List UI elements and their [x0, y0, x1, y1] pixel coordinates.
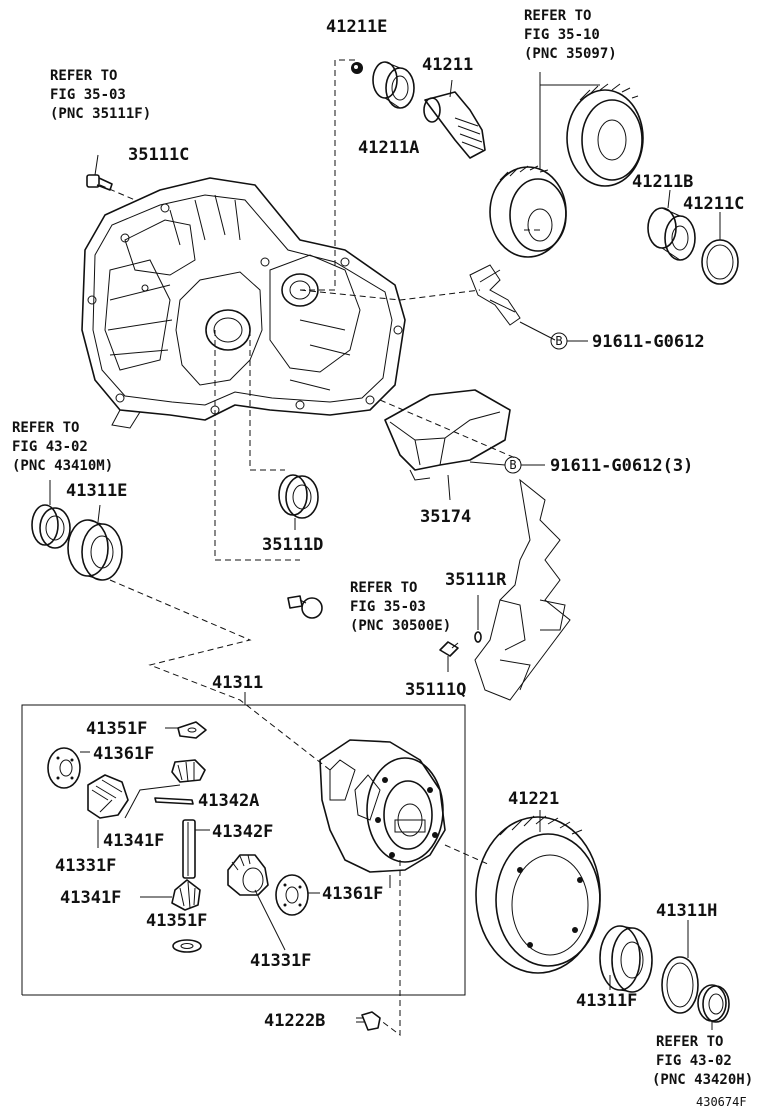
label-41211b[interactable]: 41211B: [632, 172, 693, 192]
nut-41211e: [351, 62, 363, 74]
reference-notes: REFER TO FIG 35-03 (PNC 35111F) REFER TO…: [12, 8, 753, 1088]
seal-35111d: [278, 474, 319, 530]
pinion-shaft-41342f: [182, 819, 210, 879]
plug-35111q: [439, 641, 459, 672]
gear-upper-right: [566, 83, 644, 187]
plug-41222b: [356, 1011, 381, 1031]
pinion-gear-41341f-top: [124, 759, 206, 819]
gear-lower-left: [489, 165, 567, 258]
thrust-washer-41361f-right: [275, 874, 320, 916]
label-41331f-left[interactable]: 41331F: [55, 856, 116, 876]
seal-41211c: [701, 212, 739, 285]
label-41311h[interactable]: 41311H: [656, 901, 717, 921]
label-41211[interactable]: 41211: [422, 55, 473, 75]
ref-line: (PNC 35111F): [50, 106, 151, 122]
bearing-41311f: [599, 925, 653, 993]
pinion-gear-41341f-bottom: [140, 879, 201, 911]
housing-bolt: [86, 154, 113, 191]
label-91611-g0612-3[interactable]: 91611-G0612(3): [550, 456, 693, 476]
ref-fig-43-02-left[interactable]: REFER TO FIG 43-02 (PNC 43410M): [12, 420, 113, 474]
ring-gear-41221: [475, 810, 601, 974]
label-35111c[interactable]: 35111C: [128, 145, 189, 165]
label-41341f-top[interactable]: 41341F: [103, 831, 164, 851]
ref-line: (PNC 43410M): [12, 458, 113, 474]
label-35111d[interactable]: 35111D: [262, 535, 323, 555]
label-41342a[interactable]: 41342A: [198, 791, 259, 811]
differential-assembly-box: [21, 692, 466, 996]
label-41211c[interactable]: 41211C: [683, 194, 744, 214]
bracket-bolt-upper: [469, 264, 556, 341]
bearing-41211a: [372, 61, 415, 109]
washer-41351f-top: [165, 721, 207, 739]
differential-case: [319, 739, 446, 888]
label-35174[interactable]: 35174: [420, 507, 471, 527]
bolt-marker-text: B: [555, 334, 562, 348]
label-35111q[interactable]: 35111Q: [405, 680, 466, 700]
background-body-outline: [474, 478, 571, 701]
label-41351f-bottom[interactable]: 41351F: [146, 911, 207, 931]
label-41351f-top[interactable]: 41351F: [86, 719, 147, 739]
ref-line: (PNC 43420H): [652, 1072, 753, 1088]
ref-line: (PNC 35097): [524, 46, 617, 62]
ref-line: FIG 35-03: [50, 87, 126, 103]
ref-line: FIG 43-02: [656, 1053, 732, 1069]
ref-fig-35-03-bolt[interactable]: REFER TO FIG 35-03 (PNC 30500E): [350, 580, 451, 634]
transaxle-housing: [81, 177, 406, 429]
bolt-30500e: [287, 595, 323, 619]
side-gear-41331f-left: [87, 774, 129, 848]
shield-35174: [384, 389, 511, 501]
ref-line: (PNC 30500E): [350, 618, 451, 634]
ref-line: REFER TO: [524, 8, 591, 24]
part-labels: 41211E 41211 41211A 35111C 41211B 41211C…: [55, 17, 744, 1031]
washer-41351f-bottom: [172, 939, 202, 953]
seal-43410m: [31, 480, 71, 549]
label-41211a[interactable]: 41211A: [358, 138, 419, 158]
oring-35111r: [474, 595, 482, 643]
pin-41342a: [154, 797, 194, 805]
label-41342f[interactable]: 41342F: [212, 822, 273, 842]
label-35111r[interactable]: 35111R: [445, 570, 507, 590]
bearing-41311e: [67, 504, 123, 581]
seal-43420h: [697, 984, 730, 1030]
ref-fig-35-10[interactable]: REFER TO FIG 35-10 (PNC 35097): [524, 8, 617, 62]
label-41331f-right[interactable]: 41331F: [250, 951, 311, 971]
ref-fig-35-03-top[interactable]: REFER TO FIG 35-03 (PNC 35111F): [50, 68, 151, 122]
bolt-marker-b-2: B: [504, 456, 545, 474]
label-41341f-bottom[interactable]: 41341F: [60, 888, 121, 908]
label-91611-g0612[interactable]: 91611-G0612: [592, 332, 705, 352]
shim-41311h: [661, 920, 699, 1014]
ref-line: FIG 35-03: [350, 599, 426, 615]
bolt-marker-text: B: [509, 458, 516, 472]
bolt-marker-b-1: B: [550, 332, 588, 350]
label-41222b[interactable]: 41222B: [264, 1011, 325, 1031]
ref-line: FIG 35-10: [524, 27, 600, 43]
figure-id: 430674F: [696, 1095, 747, 1109]
thrust-washer-41361f-left: [47, 747, 90, 789]
bearing-41211b: [647, 189, 696, 261]
side-gear-41331f-right: [227, 854, 286, 951]
ref-fig-43-02-right[interactable]: REFER TO FIG 43-02 (PNC 43420H): [652, 1034, 753, 1088]
label-41221[interactable]: 41221: [508, 789, 559, 809]
ref-line: REFER TO: [656, 1034, 723, 1050]
label-41361f-left[interactable]: 41361F: [93, 744, 154, 764]
shaft-41211: [423, 79, 486, 159]
label-41311f[interactable]: 41311F: [576, 991, 637, 1011]
ref-line: REFER TO: [350, 580, 417, 596]
ref-line: FIG 43-02: [12, 439, 88, 455]
ref-line: REFER TO: [12, 420, 79, 436]
label-41361f-right[interactable]: 41361F: [322, 884, 383, 904]
label-41311e[interactable]: 41311E: [66, 481, 127, 501]
ref-line: REFER TO: [50, 68, 117, 84]
label-41311[interactable]: 41311: [212, 673, 263, 693]
label-41211e[interactable]: 41211E: [326, 17, 387, 37]
